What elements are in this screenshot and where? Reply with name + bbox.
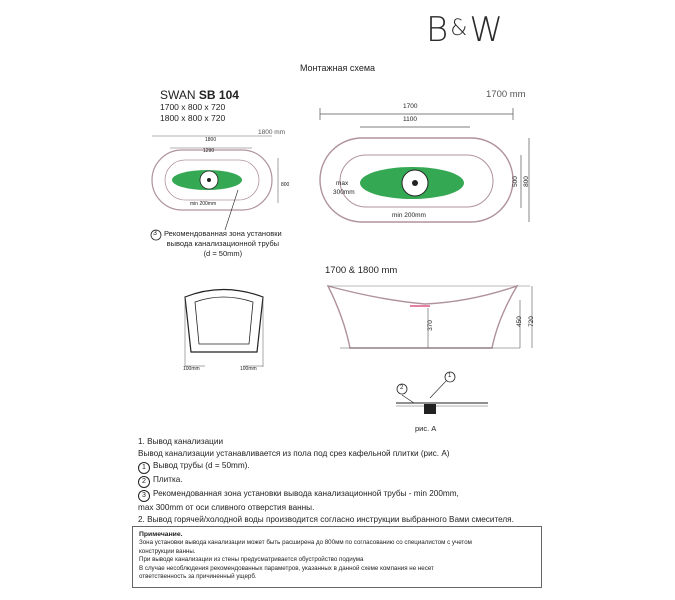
brand-logo: B&W xyxy=(426,10,505,50)
figure-a xyxy=(396,371,488,414)
big-max-value: 300mm xyxy=(333,189,355,196)
small-top-view xyxy=(151,135,279,211)
front-right-dim: 100mm xyxy=(240,366,257,372)
small-min-label: min 200mm xyxy=(190,201,217,207)
small-inner-label: 1290 xyxy=(203,148,215,154)
big-inner-label: 1100 xyxy=(403,116,417,123)
side-h3: 720 xyxy=(527,316,535,327)
side-h1: 370 xyxy=(426,320,434,331)
small-overall-label: 1800 mm xyxy=(258,129,286,136)
page-title: Монтажная схема xyxy=(299,63,376,73)
big-top-view xyxy=(319,108,530,223)
model-size-1: 1700 x 800 x 720 xyxy=(160,102,226,112)
notes-block: 1. Вывод канализации Вывод канализации у… xyxy=(138,437,514,524)
model-size-2: 1800 x 800 x 720 xyxy=(160,113,226,123)
small-height-label: 800 xyxy=(281,182,290,188)
callout-line xyxy=(150,189,239,241)
zone-callout: Рекомендованная зона установки вывода ка… xyxy=(164,229,282,258)
fig-a-caption: рис. А xyxy=(415,424,437,433)
front-view xyxy=(184,288,264,367)
model-name: SWAN SB 104 xyxy=(160,88,239,102)
remark-box: Примечание. Зона установки вывода канали… xyxy=(132,526,542,588)
side-h2: 450 xyxy=(515,316,523,327)
big-w1-label: 500 xyxy=(511,176,519,187)
zone-callout-num: 3 xyxy=(153,230,157,237)
small-len-label: 1800 xyxy=(205,137,217,143)
front-left-dim: 100mm xyxy=(183,366,200,372)
side-heading: 1700 & 1800 mm xyxy=(325,265,398,276)
big-w2-label: 800 xyxy=(522,176,530,187)
big-min-label: min 200mm xyxy=(392,212,426,219)
fig-a-c1: 1 xyxy=(448,373,452,379)
big-overall-label: 1700 mm xyxy=(486,89,526,100)
big-max-label: max xyxy=(336,180,349,187)
big-len-label: 1700 xyxy=(403,103,418,110)
fig-a-c2: 2 xyxy=(400,385,404,391)
side-section-view xyxy=(326,284,533,349)
